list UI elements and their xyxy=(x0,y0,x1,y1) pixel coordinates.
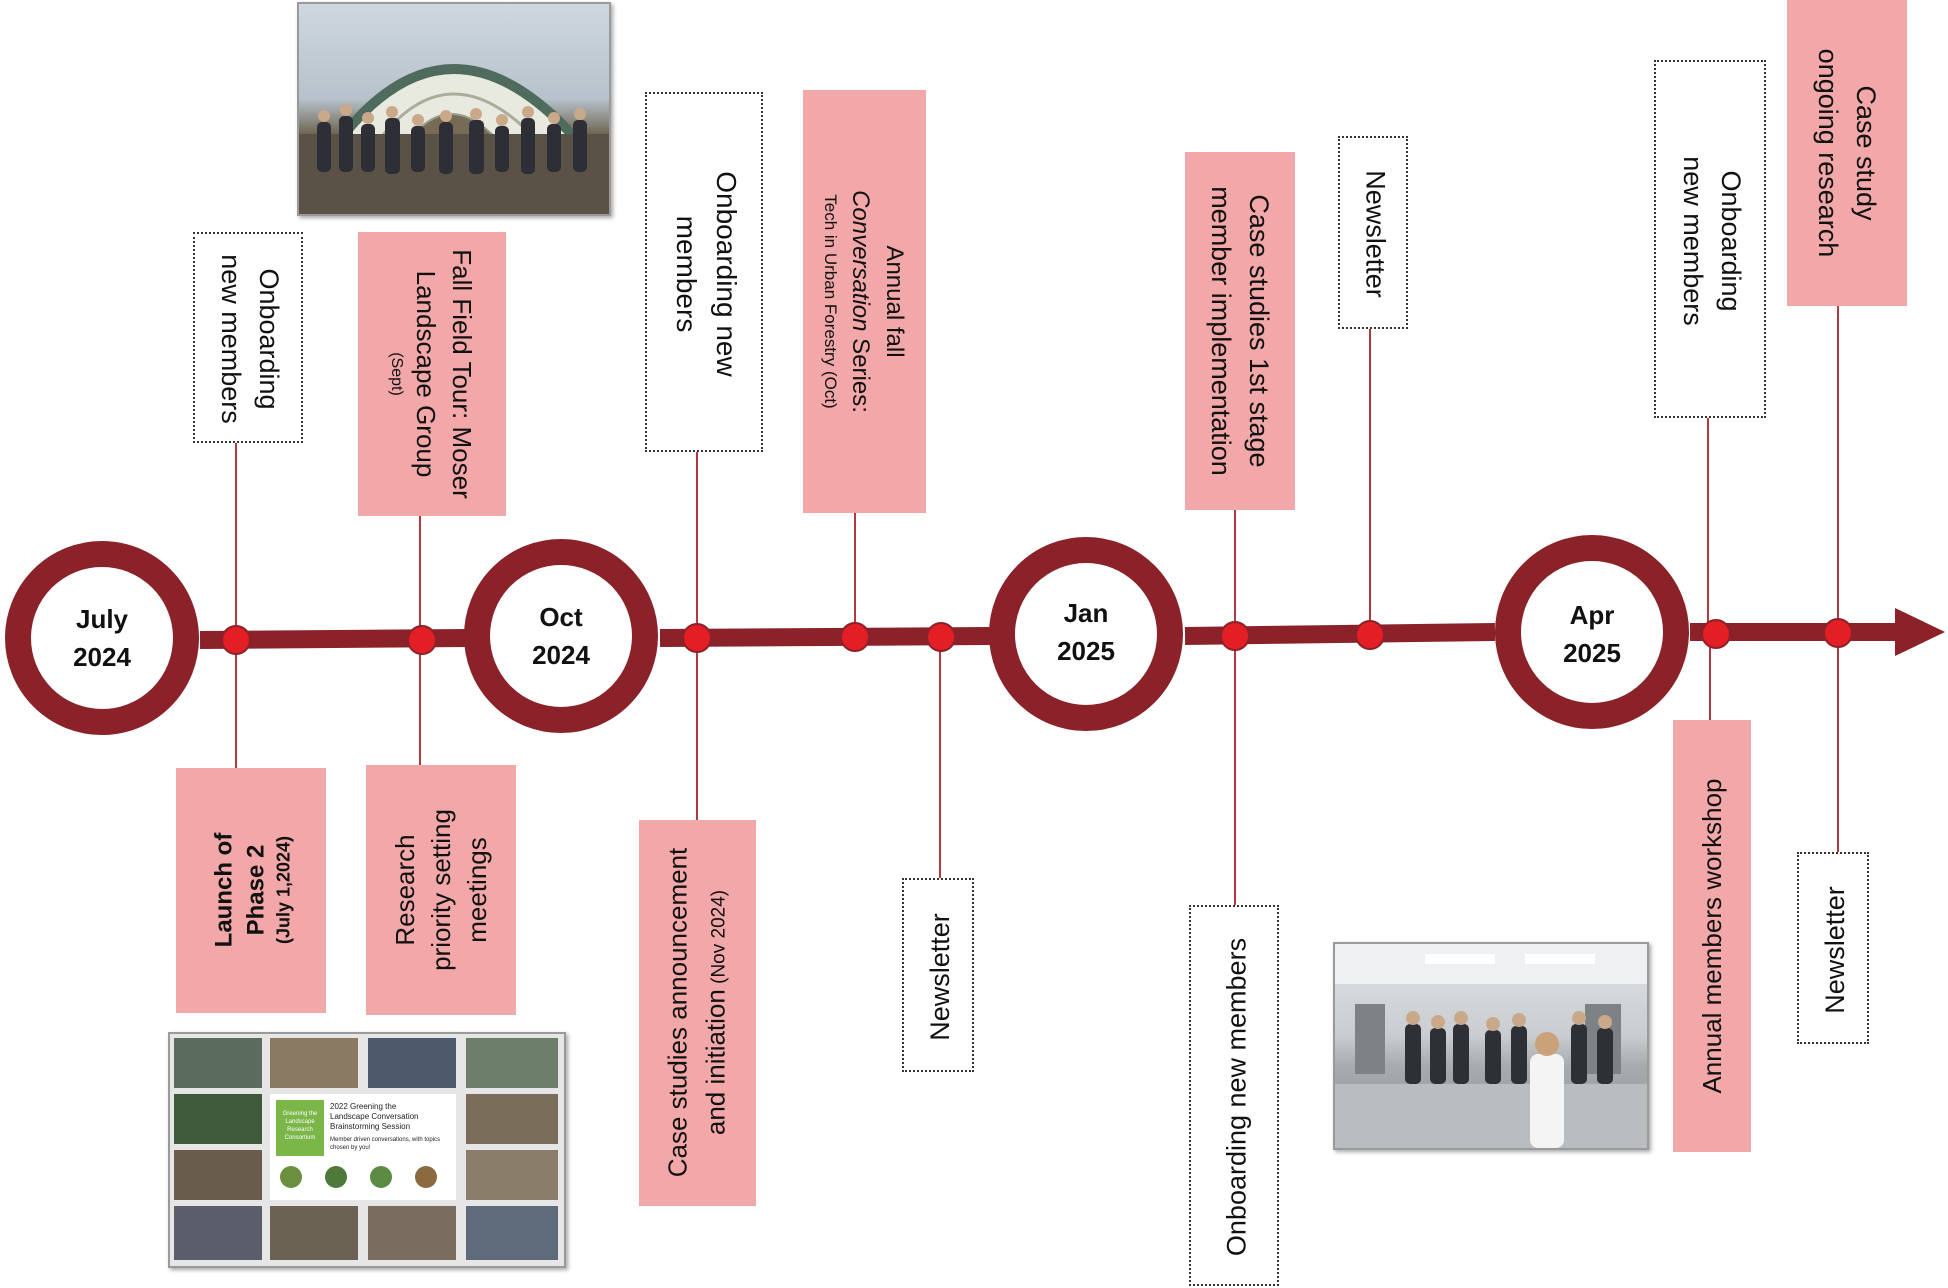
milestone-month: July xyxy=(75,604,129,634)
milestone-oct-2024: Oct 2024 xyxy=(501,598,621,674)
milestone-month: Jan xyxy=(1063,598,1109,628)
field-tour-illustration xyxy=(299,64,609,214)
event-onboarding-oct: Onboarding new members xyxy=(645,92,763,452)
event-text: Newsletter xyxy=(1820,886,1850,1014)
event-newsletter-jan: Newsletter xyxy=(1338,136,1408,329)
event-conversation-series: Annual fall Conversation Series: Tech in… xyxy=(803,90,926,513)
milestone-month: Oct xyxy=(539,602,583,632)
event-text: Research priority setting meetings xyxy=(390,809,492,971)
event-text: Newsletter xyxy=(925,913,955,1041)
milestone-month: Apr xyxy=(1569,600,1615,630)
event-onboarding-apr: Onboarding new members xyxy=(1654,60,1766,418)
timeline-arrowhead xyxy=(1895,608,1945,656)
event-text: Fall Field Tour: Moser Landscape Group (… xyxy=(388,249,477,499)
event-text: Annual members workshop xyxy=(1697,778,1727,1094)
event-text: Launch of Phase 2 (July 1,2024) xyxy=(210,832,294,948)
timeline-dot xyxy=(221,625,251,655)
event-dots xyxy=(221,618,1853,655)
event-text: Onboarding new members xyxy=(216,254,284,424)
timeline-dot xyxy=(926,622,956,652)
connector-lines xyxy=(235,305,1839,905)
announcement-initiation: and initiation xyxy=(700,989,730,1136)
event-case-study-ongoing: Case study ongoing research xyxy=(1787,0,1907,306)
event-text: Case studies announcement and initiation… xyxy=(662,847,730,1178)
event-case-studies-announcement: Case studies announcement and initiation… xyxy=(639,820,756,1206)
event-text: Case studies 1st stage member implementa… xyxy=(1206,186,1274,476)
timeline-dot xyxy=(1701,619,1731,649)
event-text: Onboarding new members xyxy=(1678,156,1746,326)
event-newsletter-oct: Newsletter xyxy=(902,878,974,1072)
event-launch-phase-2: Launch of Phase 2 (July 1,2024) xyxy=(176,768,326,1013)
milestone-ring-oct-2024 xyxy=(464,539,658,733)
event-research-priority: Research priority setting meetings xyxy=(366,765,516,1015)
photo-field-tour xyxy=(297,2,611,216)
milestone-ring-apr-2025 xyxy=(1495,535,1689,729)
conversation-slide: Greening the Landscape Research Consorti… xyxy=(270,1094,456,1200)
timeline-dot xyxy=(1220,621,1250,651)
consortium-logo: Greening the Landscape Research Consorti… xyxy=(276,1100,324,1156)
timeline-dot xyxy=(1355,620,1385,650)
event-case-studies-stage: Case studies 1st stage member implementa… xyxy=(1185,152,1295,510)
event-annual-workshop: Annual members workshop xyxy=(1673,720,1751,1152)
milestone-apr-2025: Apr 2025 xyxy=(1532,596,1652,672)
timeline-dot xyxy=(682,623,712,653)
timeline-dot xyxy=(1823,618,1853,648)
milestone-ring-july-2024 xyxy=(5,541,199,735)
event-text: Newsletter xyxy=(1360,170,1391,298)
photo-members-workshop xyxy=(1333,942,1649,1150)
event-onboarding-jul: Onboarding new members xyxy=(193,232,303,443)
workshop-illustration xyxy=(1335,944,1647,1148)
announcement-date: (Nov 2024) xyxy=(708,889,729,990)
timeline-dot xyxy=(840,622,870,652)
milestone-year: 2024 xyxy=(532,640,590,670)
photo-virtual-conversation: Greening the Landscape Research Consorti… xyxy=(168,1032,566,1268)
event-newsletter-apr: Newsletter xyxy=(1797,852,1869,1044)
milestone-ring-jan-2025 xyxy=(989,537,1183,731)
timeline-dot xyxy=(407,625,437,655)
event-text: Case study ongoing research xyxy=(1813,48,1881,258)
milestone-year: 2025 xyxy=(1563,638,1621,668)
conversation-series-text: Series: xyxy=(847,331,875,413)
milestone-jan-2025: Jan 2025 xyxy=(1026,594,1146,670)
milestone-july-2024: July 2024 xyxy=(42,600,162,676)
event-text: Onboarding new members xyxy=(1221,937,1252,1257)
milestone-year: 2025 xyxy=(1057,636,1115,666)
milestone-year: 2024 xyxy=(73,642,131,672)
event-fall-field-tour: Fall Field Tour: Moser Landscape Group (… xyxy=(358,232,506,516)
event-text: Annual fall Conversation Series: Tech in… xyxy=(821,190,909,413)
event-text: Onboarding new members xyxy=(671,171,742,377)
event-onboarding-jan: Onboarding new members xyxy=(1189,905,1279,1286)
conversation-italic: Conversation xyxy=(847,190,875,332)
milestone-rings xyxy=(5,535,1689,735)
